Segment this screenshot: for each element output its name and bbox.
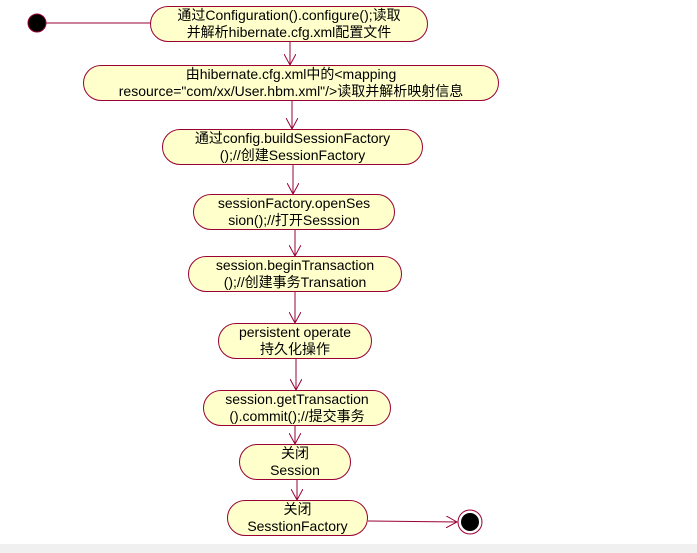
bottom-strip <box>0 544 697 553</box>
activity-text: SesstionFactory <box>247 518 348 534</box>
activity-text: persistent operate <box>238 324 352 340</box>
activity-text: ();//创建SessionFactory <box>219 147 366 163</box>
activity-text: 关闭 <box>281 445 309 461</box>
activity-text: resource="com/xx/User.hbm.xml"/>读取并解析映射信… <box>118 83 464 99</box>
activity-text: 通过config.buildSessionFactory <box>194 130 391 146</box>
activity-text: session.beginTransaction <box>215 257 375 273</box>
activity-text: ();//创建事务Transation <box>223 274 367 290</box>
activity-text: 由hibernate.cfg.xml中的<mapping <box>185 66 397 82</box>
activity-text: 持久化操作 <box>260 341 330 357</box>
activity-text: sessionFactory.openSes <box>217 195 371 211</box>
activity-text: 关闭 <box>283 501 312 517</box>
activity-build-session-factory: 通过config.buildSessionFactory();//创建Sessi… <box>162 129 423 165</box>
activity-configure: 通过Configuration().configure();读取并解析hiber… <box>150 6 428 42</box>
activity-begin-transaction: session.beginTransaction();//创建事务Transat… <box>188 256 402 292</box>
activity-text: 通过Configuration().configure();读取 <box>177 7 401 23</box>
initial-node <box>27 13 47 33</box>
activity-text: session.getTransaction <box>225 391 369 407</box>
final-node <box>461 513 479 531</box>
activity-commit: session.getTransaction().commit();//提交事务 <box>203 390 391 426</box>
activity-text: 并解析hibernate.cfg.xml配置文件 <box>186 24 392 40</box>
edge-end <box>367 521 457 522</box>
activity-text: sion();//打开Sesssion <box>228 212 360 228</box>
activity-text: ().commit();//提交事务 <box>229 408 365 424</box>
activity-text: Session <box>270 462 320 478</box>
